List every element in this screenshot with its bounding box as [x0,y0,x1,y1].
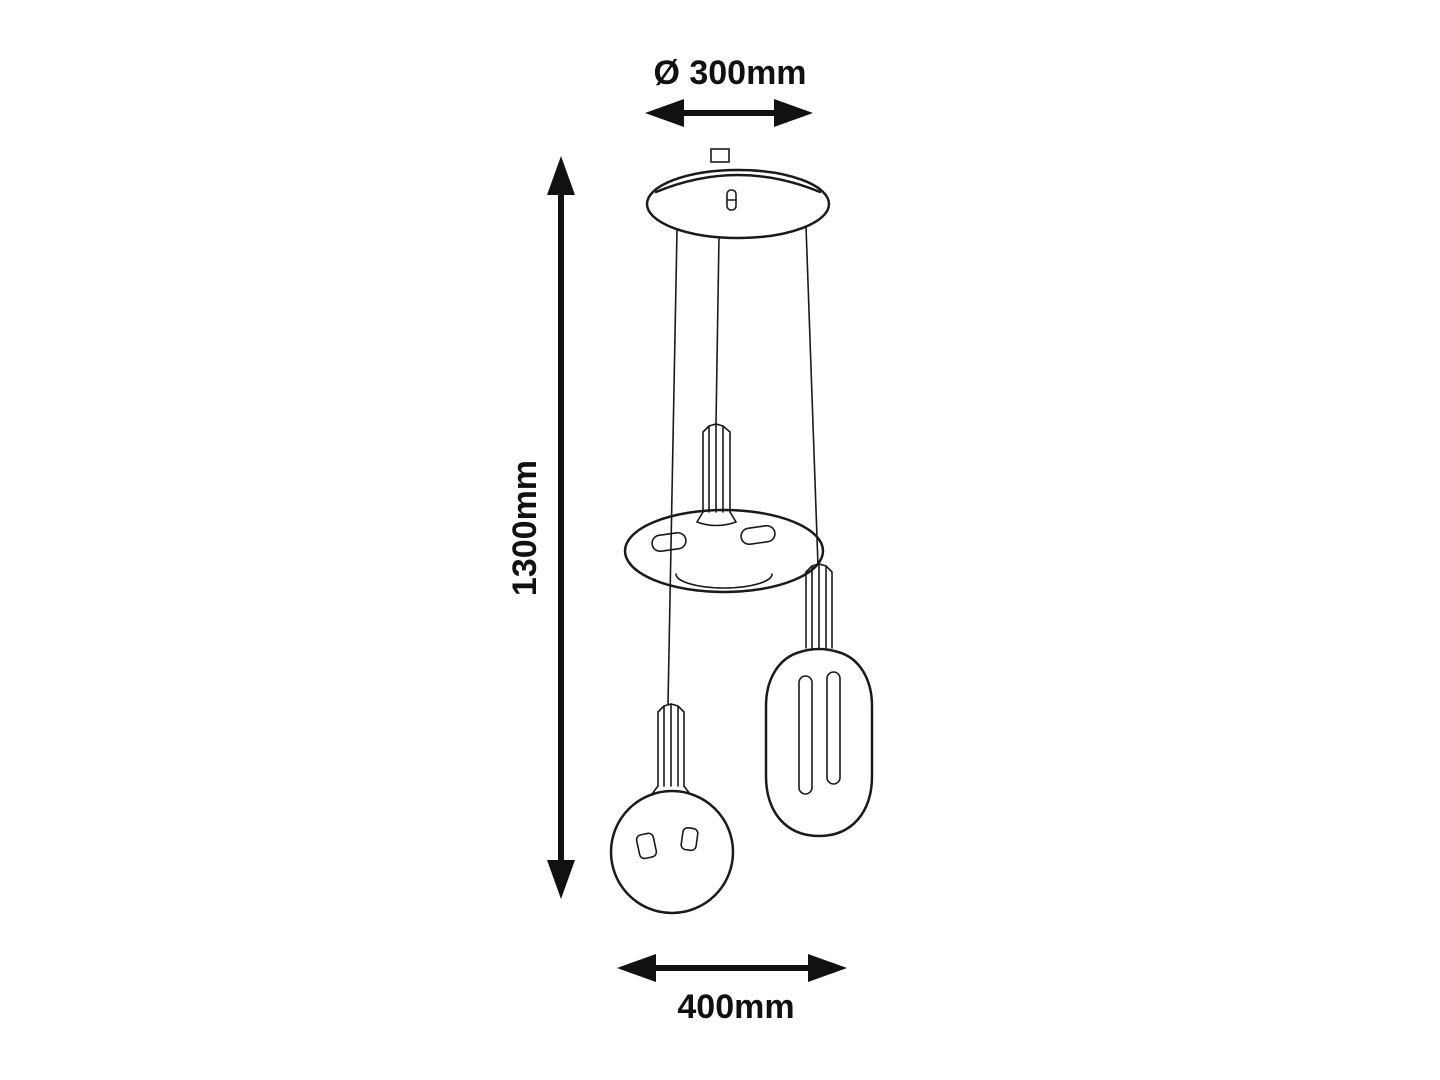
width-dimension-arrow [617,954,847,982]
capsule-slot-left [798,675,813,795]
disc-opening [675,573,773,589]
disc-slot-right [740,524,776,546]
capsule-slot-right [826,671,841,785]
sphere-slot-left [635,832,658,860]
sphere-slot-right [680,826,699,852]
right-socket [805,563,833,649]
suspension-cord-center [715,235,720,425]
diameter-dimension: Ø 300mm [645,54,813,127]
suspension-cord-left [667,229,678,705]
mounting-nub [710,148,730,163]
capsule-shade [764,647,874,838]
left-socket [651,703,691,795]
width-dimension: 400mm [617,954,847,1026]
height-dimension-arrow [547,156,575,899]
height-label: 1300mm [506,460,544,596]
canopy-top-edge [654,173,822,194]
width-label: 400mm [677,988,794,1026]
suspension-cord-right [805,225,819,567]
canopy-diameter-label: Ø 300mm [653,54,806,92]
ceiling-canopy [645,148,831,240]
canopy-disc [645,168,831,240]
disc-slot-left [651,531,687,553]
diameter-dimension-arrow [645,99,813,127]
middle-disc-shade [623,508,825,594]
sphere-shade [609,789,735,915]
height-dimension: 1300mm [506,156,575,899]
middle-socket [695,423,738,527]
screw [726,189,737,211]
